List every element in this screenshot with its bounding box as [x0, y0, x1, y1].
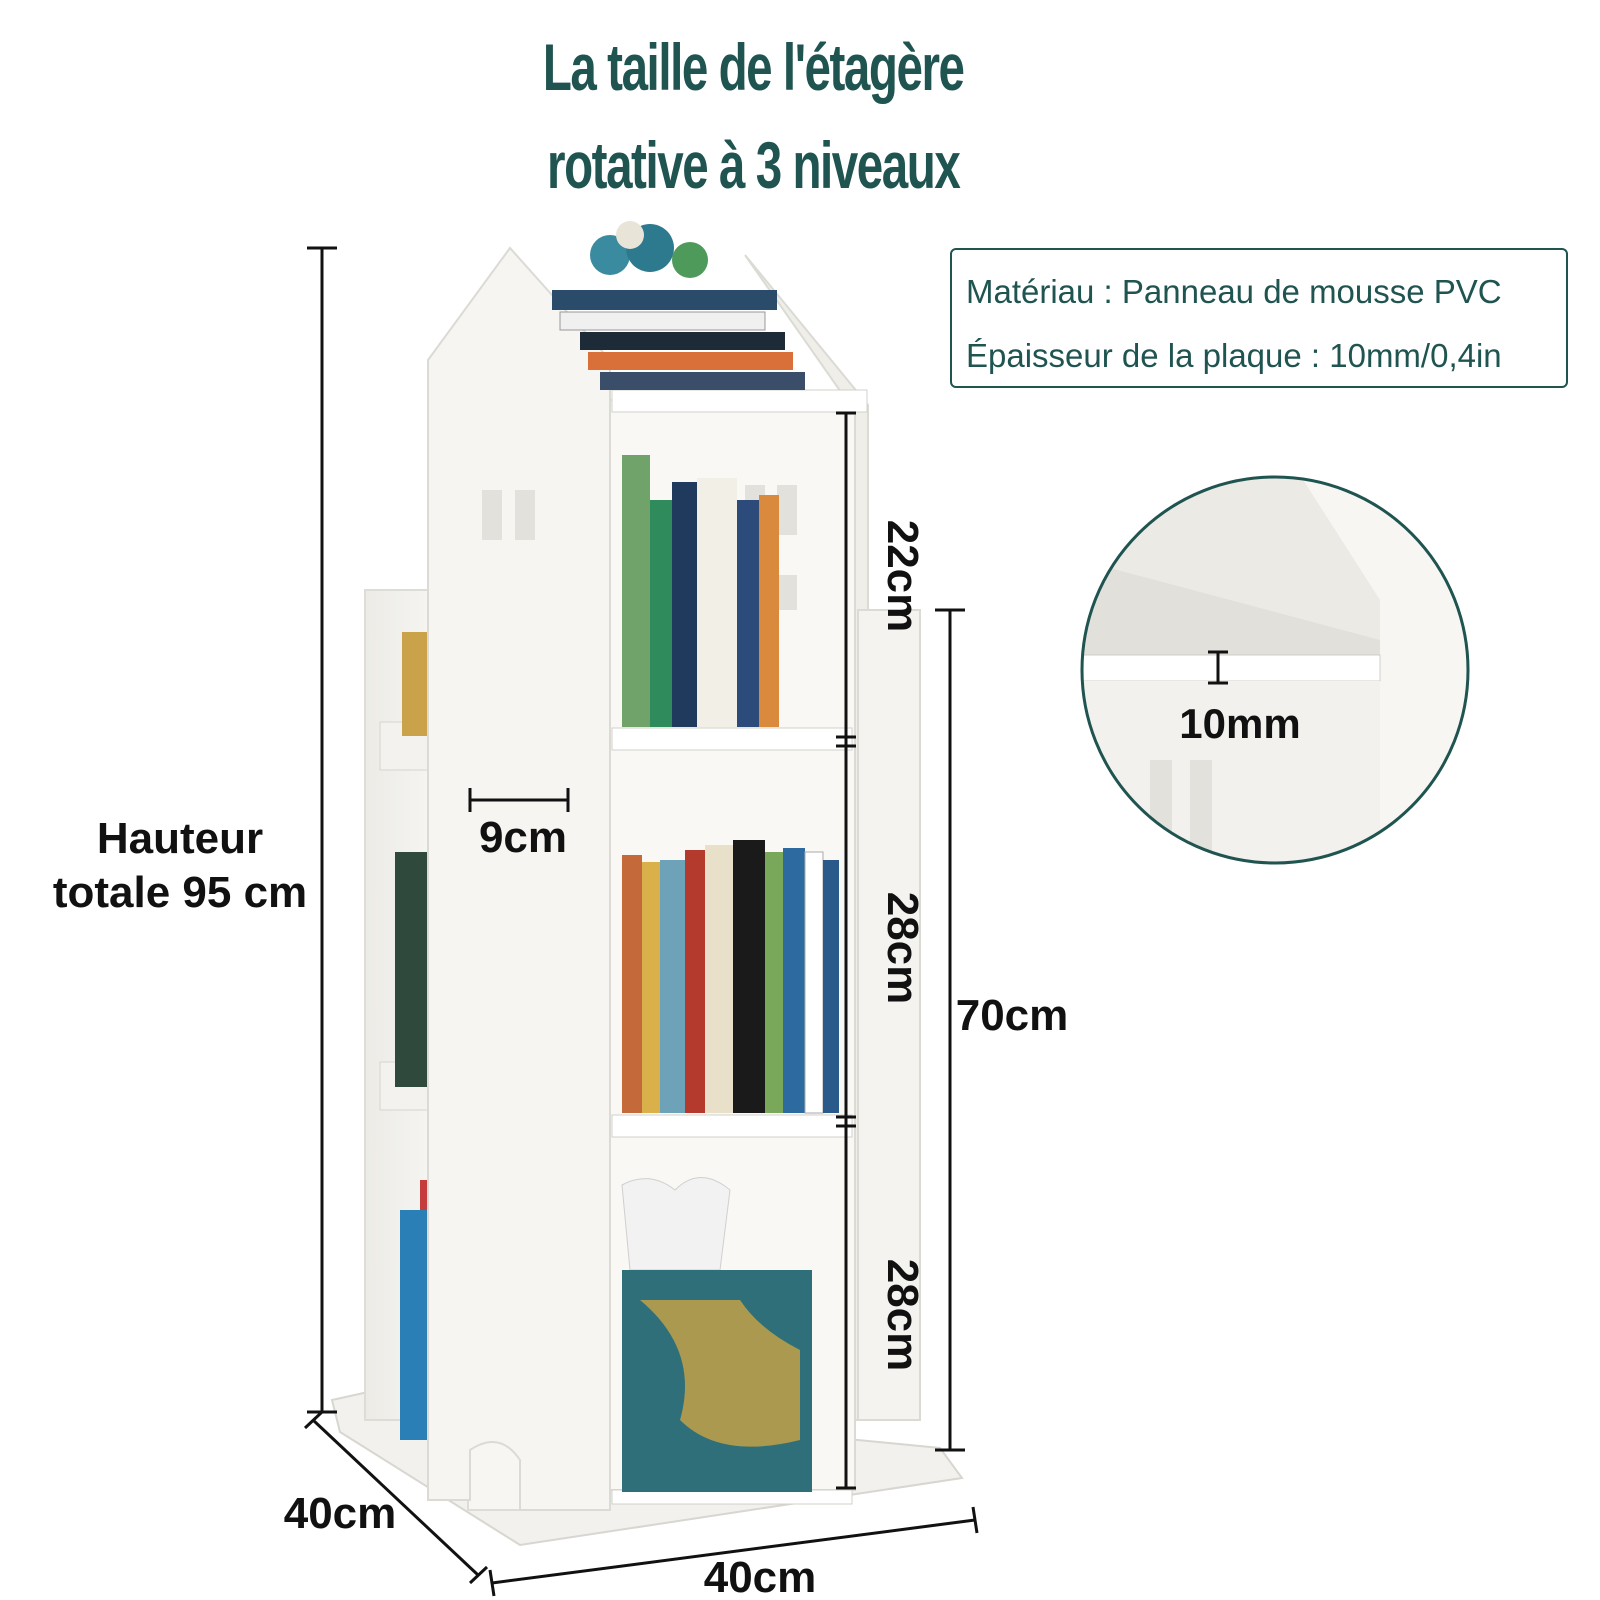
base-width-label: 40cm — [704, 1553, 817, 1600]
main-tower — [427, 221, 921, 1511]
tier-top-label: 22cm — [878, 520, 927, 633]
shelf-top — [611, 389, 868, 413]
shelf-3 — [611, 1114, 853, 1138]
page-title: La taille de l'étagère rotative à 3 nive… — [501, 18, 1005, 214]
total-height-line-1: Hauteur — [96, 814, 264, 863]
tier-middle-label: 28cm — [878, 892, 927, 1005]
base-depth-label: 40cm — [284, 1489, 397, 1538]
tier-bottom-label: 28cm — [878, 1259, 927, 1372]
base-depth-line — [311, 1418, 480, 1577]
base-width-line — [491, 1518, 976, 1585]
tissue-box — [621, 1177, 812, 1492]
total-height-label: Hauteur totale 95 cm — [30, 812, 330, 920]
pocket-depth-label: 9cm — [479, 813, 567, 862]
top-book-stack — [552, 221, 805, 390]
shelf-2-books — [622, 840, 839, 1114]
spec-box: Matériau : Panneau de mousse PVC Épaisse… — [950, 248, 1568, 388]
shelf-2 — [611, 727, 853, 751]
thickness-zoom-circle — [1080, 475, 1470, 865]
dimension-lines — [303, 246, 979, 1597]
thickness-spec: Épaisseur de la plaque : 10mm/0,4in — [966, 337, 1502, 374]
title-line-2: rotative à 3 niveaux — [547, 128, 961, 202]
title-line-1: La taille de l'étagère — [542, 30, 965, 104]
panel-thickness-label: 10mm — [1179, 700, 1300, 747]
shelf-bottom — [611, 1489, 853, 1505]
material-spec: Matériau : Panneau de mousse PVC — [966, 273, 1502, 310]
lower-height-label: 70cm — [956, 991, 1069, 1040]
shelf-1-books — [622, 455, 779, 727]
total-height-line-2: totale 95 cm — [52, 868, 308, 917]
